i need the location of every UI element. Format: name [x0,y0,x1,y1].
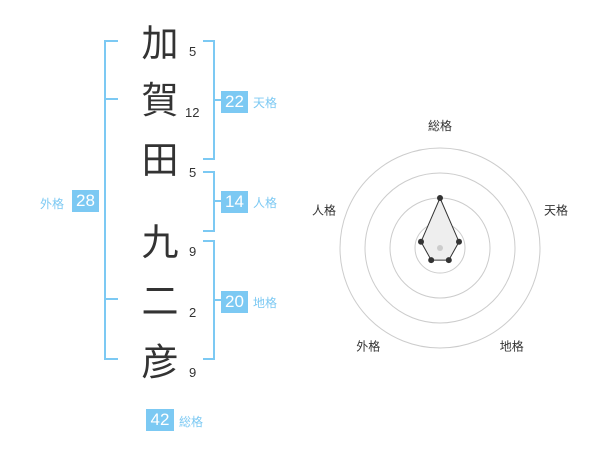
tenkaku-bracket-tick [215,99,222,101]
chikaku-bracket [203,240,215,360]
soukaku-label: 総格 [179,415,204,429]
radar-axis-label-1: 総格 [428,118,452,133]
stroke-count-2: 12 [185,105,200,120]
stroke-count-5: 2 [189,305,197,320]
gaikaku-value: 28 [72,190,99,212]
chikaku-label: 地格 [253,296,278,310]
gaikaku-bracket-tick-lower [104,298,118,300]
radar-point-3 [445,257,452,264]
chikaku-value: 20 [221,291,248,313]
stroke-count-1: 5 [189,44,197,59]
gaikaku-bracket-tick-upper [104,98,118,100]
stroke-count-4: 9 [189,244,197,259]
stroke-count-3: 5 [189,165,197,180]
radar-value-shape [420,196,460,261]
radar-points [418,195,462,264]
radar-point-5 [418,238,424,245]
chikaku-bracket-tick [215,299,222,301]
name-char-5: 二 [141,280,179,323]
radar-point-4 [428,257,435,264]
jinkaku-label: 人格 [253,196,278,210]
jinkaku-bracket-tick [215,200,222,202]
tenkaku-bracket [203,40,215,160]
radar-ring-4 [339,147,541,349]
jinkaku-bracket [203,171,215,232]
radar-center-dot [437,245,443,251]
gaikaku-bracket [104,40,118,360]
name-char-4: 九 [141,221,179,264]
tenkaku-label: 天格 [253,96,278,110]
radar-axis-label-5: 人格 [312,202,336,217]
radar-axis-label-4: 外格 [356,339,380,354]
jinkaku-value: 14 [221,191,248,213]
radar-point-1 [437,195,443,201]
gaikaku-label: 外格 [40,197,65,211]
name-char-1: 加 [141,22,179,65]
radar-ring-3 [364,172,516,324]
radar-axis-label-3: 地格 [500,339,524,354]
soukaku-value: 42 [146,409,174,431]
name-char-2: 賀 [141,79,179,122]
radar-axis-label-2: 天格 [544,202,568,217]
name-char-6: 彦 [141,341,179,384]
radar-point-2 [456,238,462,245]
name-char-3: 田 [141,139,179,182]
stroke-count-6: 9 [189,365,197,380]
tenkaku-value: 22 [221,91,248,113]
